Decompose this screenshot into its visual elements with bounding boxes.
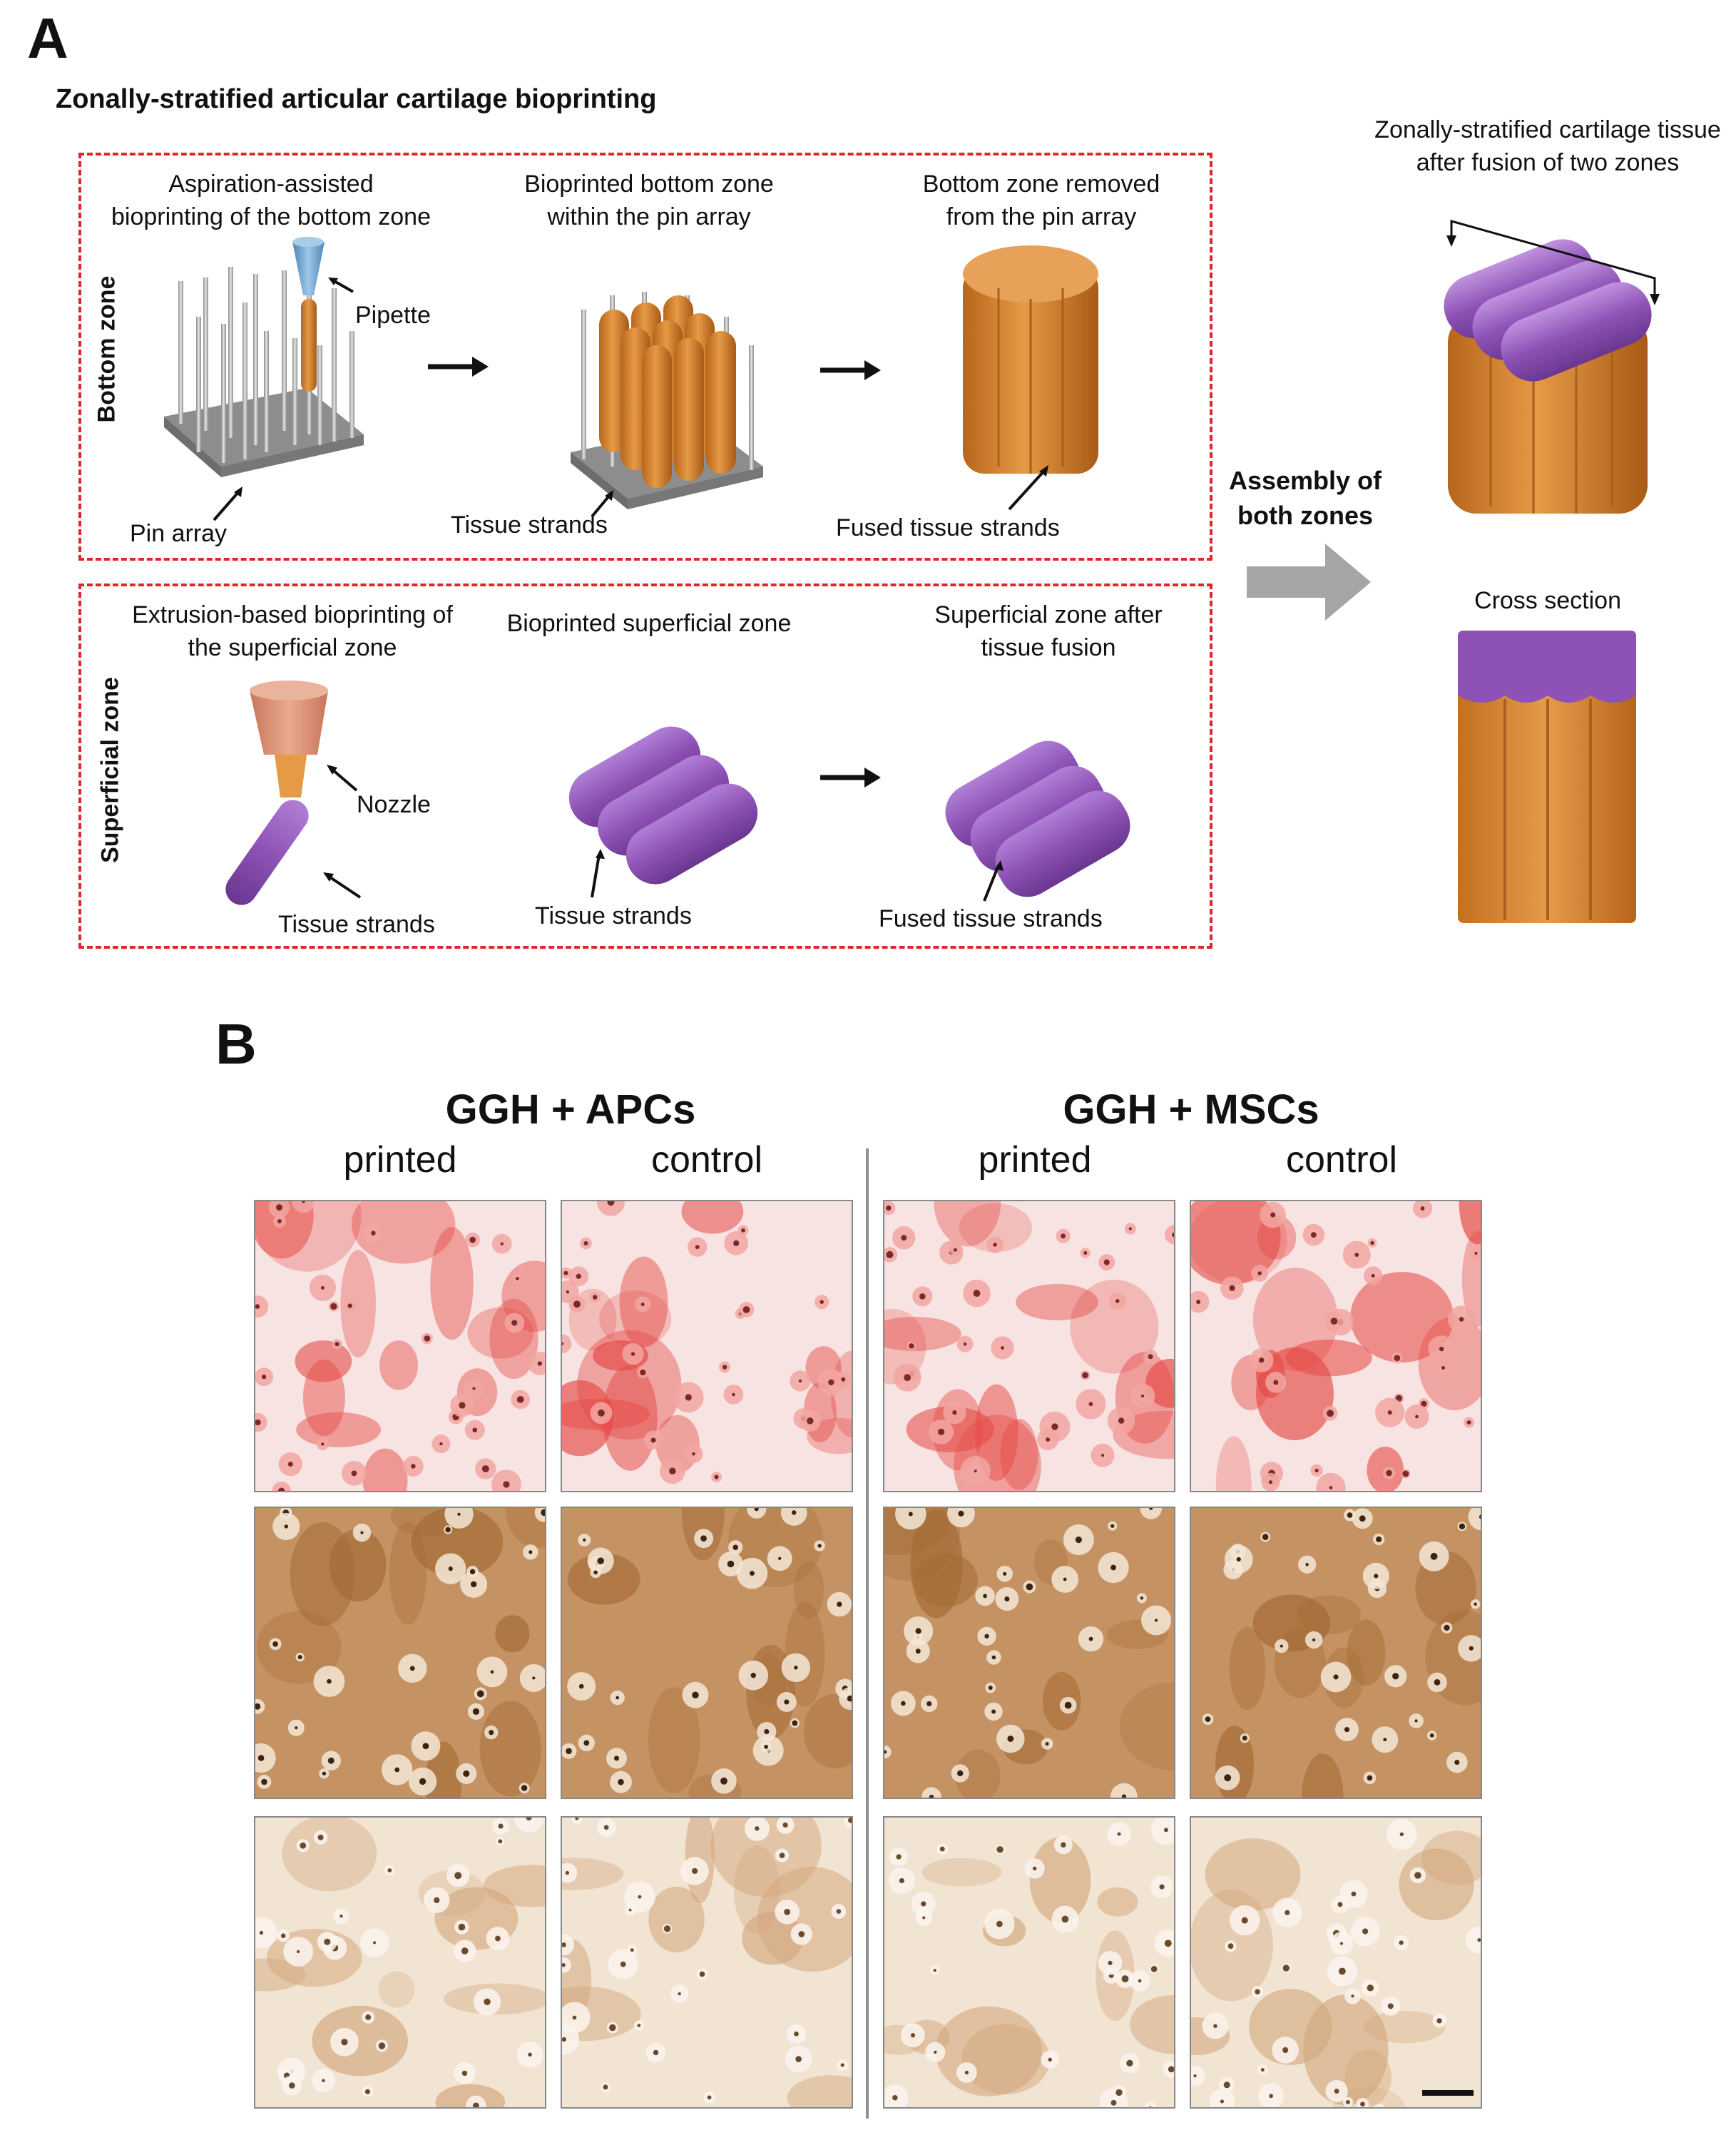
cross-section-illustration [1458, 631, 1636, 923]
micrograph-r1-c2 [561, 1200, 853, 1492]
superficial-step1-caption: Extrusion-based bioprinting of the super… [132, 601, 453, 661]
superficial-tissue-strands-label-2: Tissue strands [535, 902, 692, 929]
micrograph-r2-c2 [561, 1507, 853, 1799]
superficial-step3-caption: Superficial zone after tissue fusion [934, 601, 1163, 661]
apcs-control-label: control [650, 1139, 763, 1181]
assembly-label: Assembly of both zones [1228, 466, 1382, 530]
cross-section-label: Cross section [1474, 587, 1621, 614]
bottom-fused-label: Fused tissue strands [836, 514, 1060, 541]
pipette-icon [292, 237, 325, 295]
pin-array-label: Pin array [130, 520, 228, 547]
bottom-zone-illustration [164, 237, 1098, 521]
superficial-tissue-strand-icon [225, 800, 309, 905]
assembly-arrow-icon [1247, 544, 1371, 621]
micrograph-r1-c3 [883, 1200, 1175, 1492]
panel-b-letter: B [215, 1012, 257, 1076]
superficial-zone-box [78, 584, 1212, 949]
result-caption: Zonally-stratified cartilage tissue afte… [1374, 116, 1721, 176]
group-apcs-title: GGH + APCs [445, 1086, 696, 1133]
pipette-label: Pipette [355, 302, 431, 329]
group-mscs-title: GGH + MSCs [1063, 1086, 1319, 1133]
bottom-step3-caption: Bottom zone removed from the pin array [922, 170, 1160, 230]
micrograph-r2-c1 [254, 1507, 546, 1799]
micrograph-r2-c3 [883, 1507, 1175, 1799]
panel-a-title: Zonally-stratified articular cartilage b… [56, 84, 657, 114]
bioprinted-bottom-zone-icon [571, 292, 763, 509]
micrograph-r1-c1 [254, 1200, 546, 1492]
panel-a-letter: A [27, 6, 68, 70]
group-divider [866, 1148, 869, 2119]
tissue-strand-icon [301, 299, 317, 392]
micrograph-r3-c4 [1190, 1816, 1482, 2109]
nozzle-icon [250, 681, 328, 798]
micrograph-r3-c3 [883, 1816, 1175, 2109]
nozzle-label: Nozzle [357, 791, 431, 818]
pin-array-icon [164, 267, 364, 477]
superficial-step2-caption: Bioprinted superficial zone [506, 610, 792, 637]
fused-bottom-zone-icon [963, 245, 1098, 474]
bioprinted-superficial-zone-icon [568, 726, 758, 885]
apcs-printed-label: printed [343, 1139, 457, 1181]
result-tissue-illustration [1444, 220, 1660, 514]
micrograph-r2-c4 [1190, 1507, 1482, 1799]
bottom-step2-caption: Bioprinted bottom zone within the pin ar… [524, 170, 774, 230]
micrograph-r3-c2 [561, 1816, 853, 2109]
mscs-control-label: control [1285, 1139, 1398, 1181]
superficial-fused-label: Fused tissue strands [879, 905, 1103, 932]
superficial-tissue-strands-label-1: Tissue strands [278, 911, 435, 938]
fused-superficial-zone-icon [945, 740, 1130, 897]
superficial-zone-illustration [225, 681, 1130, 905]
mscs-printed-label: printed [978, 1139, 1092, 1181]
scale-bar [1422, 2090, 1474, 2096]
micrograph-r1-c4 [1190, 1200, 1482, 1492]
bottom-step1-caption: Aspiration-assisted bioprinting of the b… [111, 170, 431, 230]
bottom-tissue-strands-label: Tissue strands [451, 511, 608, 539]
bottom-zone-box [78, 153, 1212, 561]
micrograph-r3-c1 [254, 1816, 546, 2109]
